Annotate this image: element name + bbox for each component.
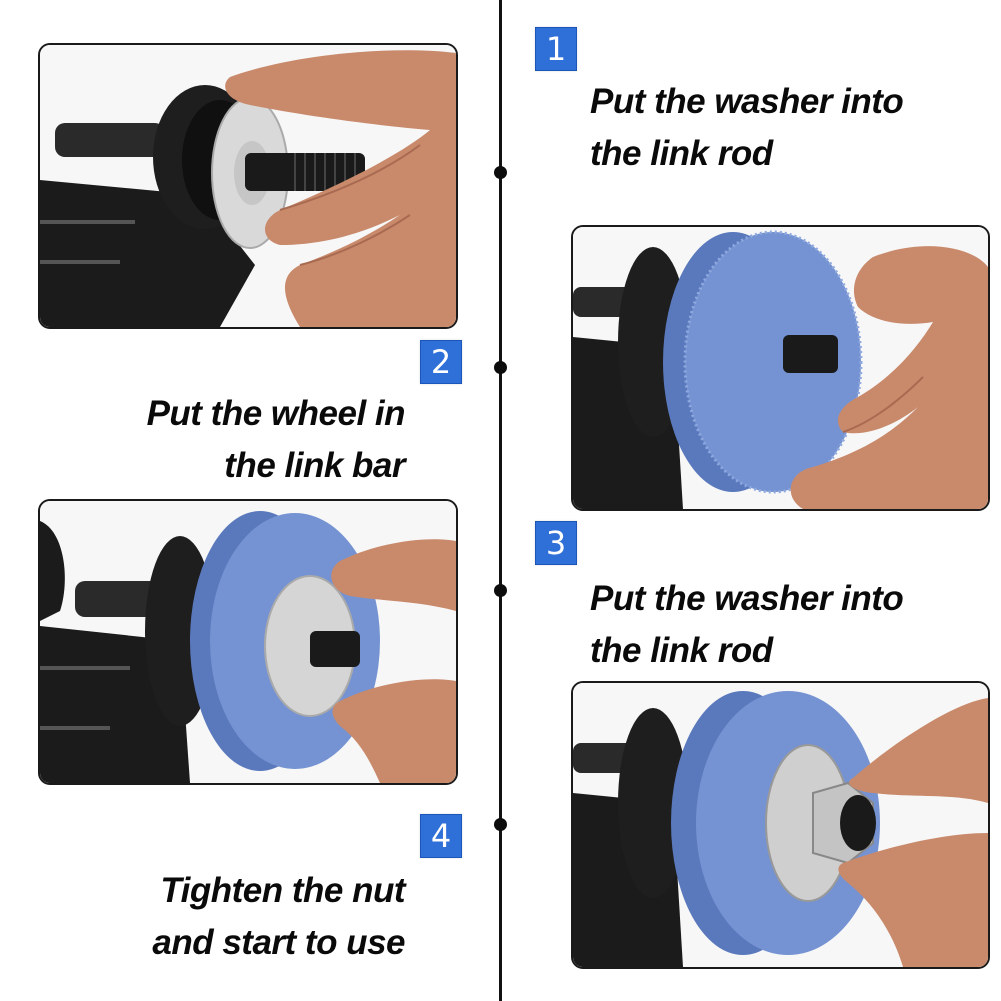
timeline-dot-2 bbox=[494, 361, 507, 374]
grinding-wheel-on-rod-photo-icon bbox=[573, 227, 988, 509]
step-2-photo bbox=[571, 225, 990, 511]
step-3-photo bbox=[38, 499, 458, 785]
tightening-nut-photo-icon bbox=[573, 683, 988, 967]
step-2-caption-line-2: the link bar bbox=[224, 446, 405, 485]
timeline-line bbox=[499, 0, 502, 1001]
timeline-dot-4 bbox=[494, 818, 507, 831]
step-1-caption: Put the washer into the link rod bbox=[590, 76, 904, 180]
washer-on-wheel-photo-icon bbox=[40, 501, 456, 783]
timeline-dot-3 bbox=[494, 584, 507, 597]
step-1-caption-line-2: the link rod bbox=[590, 134, 773, 173]
washer-on-threaded-rod-photo-icon bbox=[40, 45, 456, 327]
step-2-caption-line-1: Put the wheel in bbox=[146, 394, 406, 433]
step-2-caption: Put the wheel in the link bar bbox=[100, 388, 406, 492]
timeline-dot-1 bbox=[494, 166, 507, 179]
step-4-caption-line-1: Tighten the nut bbox=[160, 871, 405, 910]
step-1-caption-line-1: Put the washer into bbox=[590, 82, 904, 121]
step-3-caption-line-2: the link rod bbox=[590, 631, 773, 670]
step-4-caption: Tighten the nut and start to use bbox=[100, 865, 405, 969]
step-4-caption-line-2: and start to use bbox=[152, 923, 405, 962]
step-1-number-badge: 1 bbox=[535, 27, 577, 71]
step-3-caption: Put the washer into the link rod bbox=[590, 573, 904, 677]
step-2-number-badge: 2 bbox=[420, 340, 462, 384]
step-1-photo bbox=[38, 43, 458, 329]
step-3-number-badge: 3 bbox=[535, 521, 577, 565]
step-4-photo bbox=[571, 681, 990, 969]
step-4-number-badge: 4 bbox=[420, 814, 462, 858]
step-3-caption-line-1: Put the washer into bbox=[590, 579, 904, 618]
